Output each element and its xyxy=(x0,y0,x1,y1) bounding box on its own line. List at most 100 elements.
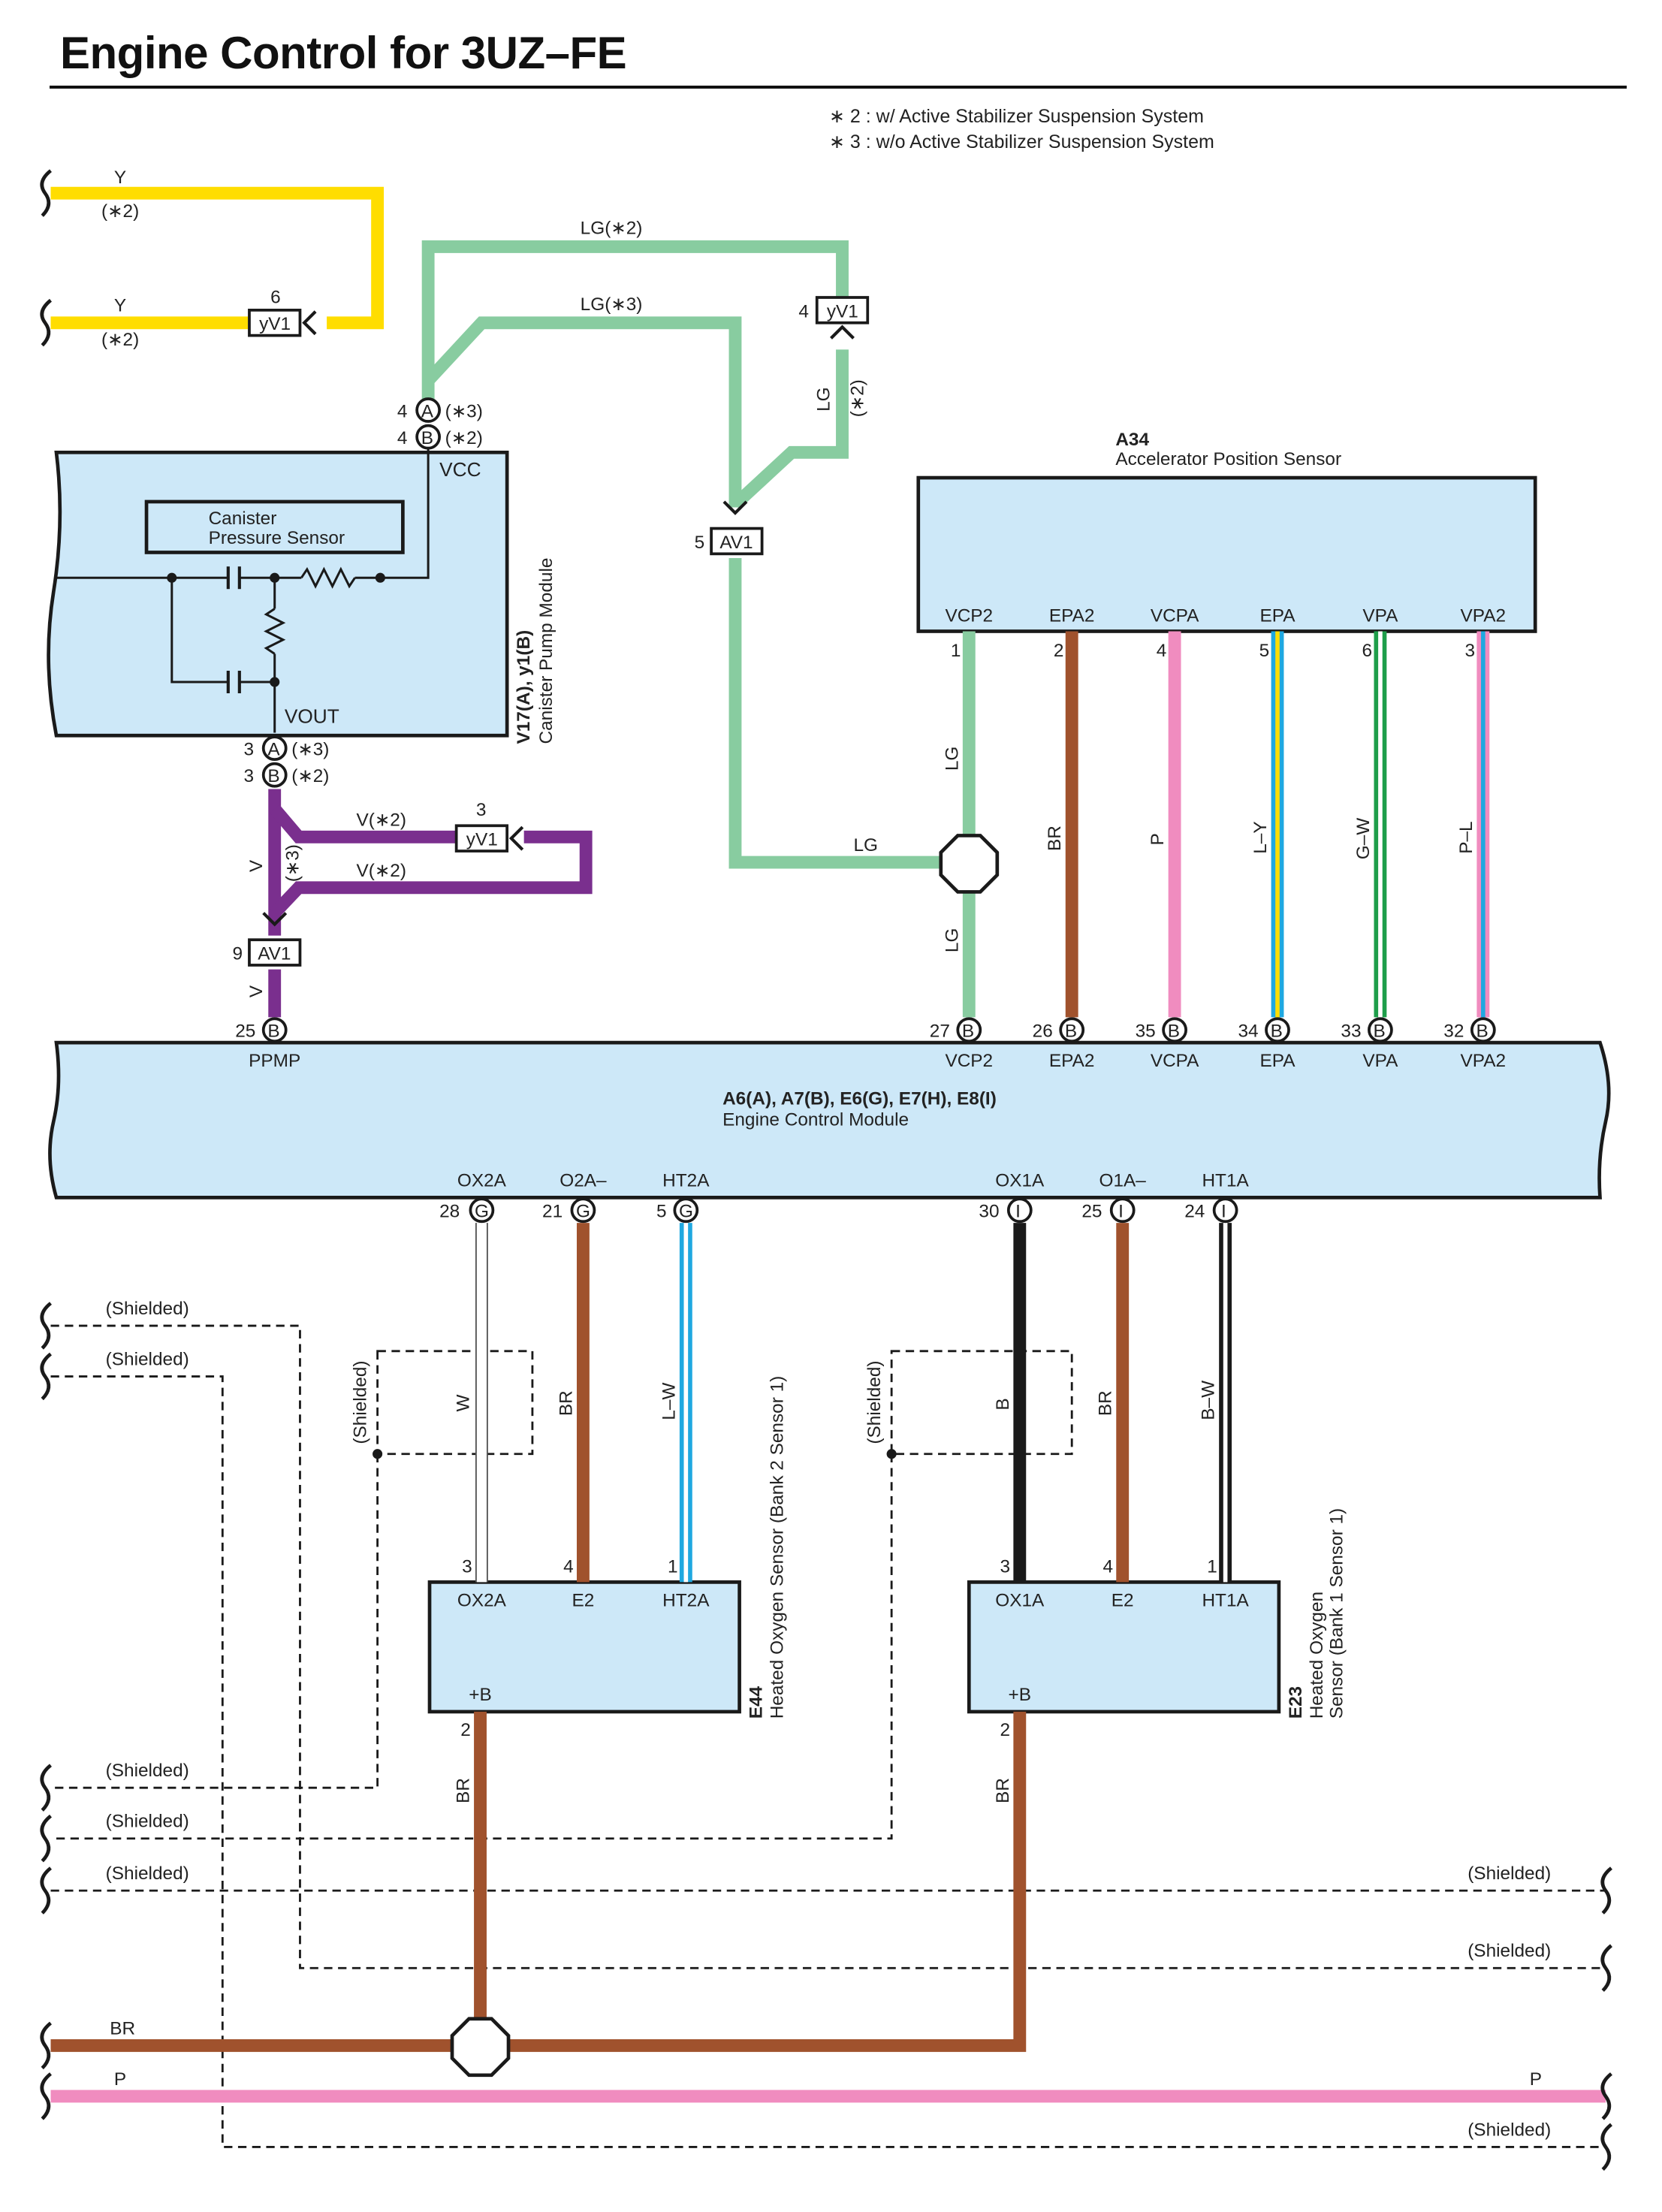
label-vpa-wire: G–W xyxy=(1353,818,1374,860)
connector-av1-lg: AV1 5 xyxy=(695,500,764,556)
label-br-main: BR xyxy=(110,2018,135,2038)
connector-yv1-lg-pin: 4 xyxy=(798,301,809,321)
pin-conn-b: B xyxy=(421,428,433,448)
shield-label: (Shielded) xyxy=(106,1350,189,1370)
label-b: B xyxy=(993,1398,1013,1410)
ecm-pin-no: 26 xyxy=(1033,1022,1053,1042)
yellow-wires xyxy=(50,186,385,330)
pin-conn-b: B xyxy=(267,766,279,786)
connector-av1-v-pin: 9 xyxy=(232,943,243,964)
label-lg-h: LG xyxy=(854,835,879,856)
shield-label-rot-1: (Shielded) xyxy=(864,1360,885,1444)
wire-labels: Y (∗2) Y (∗2) LG(∗2) LG(∗3) LG V(∗2) V(∗… xyxy=(101,167,1551,2140)
label-vpa2-wire: P–L xyxy=(1456,821,1476,853)
accel-pin-no: 3 xyxy=(1464,641,1475,661)
accel-pin-no: 5 xyxy=(1259,641,1270,661)
ecm-top-pins: B B B B B B B 25 27 26 35 34 33 32 PPMP … xyxy=(235,1017,1507,1071)
ecm-pin-label: PPMP xyxy=(249,1051,300,1071)
o2-sensor-bank2-box xyxy=(427,1580,741,1714)
pin-no: 3 xyxy=(243,740,254,760)
label-br-bank2: BR xyxy=(454,1778,474,1803)
o2-bank2-pins: 3 4 1 OX2A E2 HT2A +B 2 xyxy=(457,1556,710,1740)
label-epa2-wire: BR xyxy=(1045,825,1065,851)
o2-power-label: +B xyxy=(1009,1685,1032,1705)
label-y1-note: (∗2) xyxy=(101,201,139,222)
ecm-pin-label: VPA2 xyxy=(1461,1051,1507,1071)
canister-vout-pins: A 3 (∗3) B 3 (∗2) xyxy=(243,735,329,788)
ecm-pin-no: 25 xyxy=(1081,1202,1102,1222)
ecm-pin-conn: B xyxy=(962,1022,974,1042)
pin-note: (∗2) xyxy=(291,766,329,786)
ecm-pin-conn: B xyxy=(1065,1022,1077,1042)
ecm-pin-conn: I xyxy=(1015,1202,1021,1222)
shield-label: (Shielded) xyxy=(106,1812,189,1832)
ecm-pin-conn: G xyxy=(475,1202,489,1222)
label-br-e2-1: BR xyxy=(1096,1390,1116,1416)
purple-wires xyxy=(268,789,593,1018)
canister-pump-name: Canister Pump Module xyxy=(536,558,557,744)
ecm-pin-conn: B xyxy=(1374,1022,1386,1042)
label-v-left: V xyxy=(246,859,267,872)
accel-pin-label: EPA2 xyxy=(1049,605,1095,626)
accel-pin-no: 6 xyxy=(1362,641,1373,661)
ecm-pin-no: 34 xyxy=(1238,1022,1258,1042)
accelerator-position-sensor-box xyxy=(916,475,1537,633)
ecm-pin-no: 35 xyxy=(1136,1022,1156,1042)
break-marks xyxy=(40,169,1613,2171)
o2-pin-no: 4 xyxy=(1102,1556,1113,1577)
ecm-pin-label: VPA xyxy=(1362,1051,1398,1071)
connector-av1-v-label: AV1 xyxy=(258,943,291,964)
ecm-pin-conn: I xyxy=(1118,1202,1124,1222)
label-lg-3: LG(∗3) xyxy=(581,294,643,315)
pin-note: (∗3) xyxy=(291,740,329,760)
label-v-2a: V(∗2) xyxy=(356,810,406,830)
label-lg-2: LG(∗2) xyxy=(581,219,643,239)
canister-pump-module-box xyxy=(47,450,509,738)
junction-dots xyxy=(167,572,897,1459)
o2-pin-no: 3 xyxy=(1000,1556,1011,1577)
ecm-pin-label: O2A– xyxy=(560,1170,607,1190)
connector-av1-v: AV1 9 xyxy=(232,912,302,967)
label-vcpa-wire: P xyxy=(1148,833,1168,845)
ecm-code: A6(A), A7(B), E6(G), E7(H), E8(I) xyxy=(722,1089,997,1109)
ecm-pin-no: 30 xyxy=(979,1202,999,1222)
o2-power-no: 2 xyxy=(1000,1720,1011,1740)
label-v-left-note: (∗3) xyxy=(283,844,303,882)
ecm-pin-no: 33 xyxy=(1341,1022,1361,1042)
ecm-pin-no: 25 xyxy=(235,1022,255,1042)
ecm-pin-conn: G xyxy=(576,1202,590,1222)
o2-power-no: 2 xyxy=(460,1720,471,1740)
o2-pin-no: 1 xyxy=(668,1556,678,1577)
title-divider xyxy=(50,86,1627,89)
label-p-main-left: P xyxy=(114,2069,126,2090)
splice-lg xyxy=(939,834,1000,894)
canister-vcc-pins: A 4 (∗3) B 4 (∗2) xyxy=(397,397,483,450)
connector-yv1-yellow: yV1 6 xyxy=(248,288,317,337)
connector-av1-lg-label: AV1 xyxy=(719,533,753,553)
ecm-pin-no: 28 xyxy=(439,1202,460,1222)
ecm-pin-label: HT1A xyxy=(1202,1170,1249,1190)
label-p-main-right: P xyxy=(1530,2069,1542,2090)
ecm-pin-label: O1A– xyxy=(1099,1170,1147,1190)
shield-label: (Shielded) xyxy=(1467,2120,1551,2140)
ecm-pin-no: 5 xyxy=(656,1202,667,1222)
canister-vout-pin-label: VOUT xyxy=(285,705,339,727)
canister-pressure-sensor-box xyxy=(144,499,405,554)
label-y1: Y xyxy=(114,167,126,188)
ecm-pin-label: HT2A xyxy=(662,1170,710,1190)
connector-yv1-v-pin: 3 xyxy=(476,800,487,820)
o2-sensor-bank1-box xyxy=(967,1580,1281,1714)
canister-vcc-pin-label: VCC xyxy=(439,458,481,481)
light-green-wires xyxy=(421,240,976,1018)
ecm-name: Engine Control Module xyxy=(722,1110,909,1130)
o2-pin-label: OX2A xyxy=(457,1590,507,1610)
label-br-bank1: BR xyxy=(993,1778,1013,1803)
label-w: W xyxy=(454,1394,474,1411)
splice-br xyxy=(450,2017,511,2078)
ecm-pin-label: VCP2 xyxy=(945,1051,993,1071)
canister-pump-code: V17(A), y1(B) xyxy=(514,630,534,744)
o2-pin-label: HT2A xyxy=(662,1590,710,1610)
connector-yv1-yellow-label: yV1 xyxy=(259,314,291,334)
pin-conn-a: A xyxy=(267,740,280,760)
